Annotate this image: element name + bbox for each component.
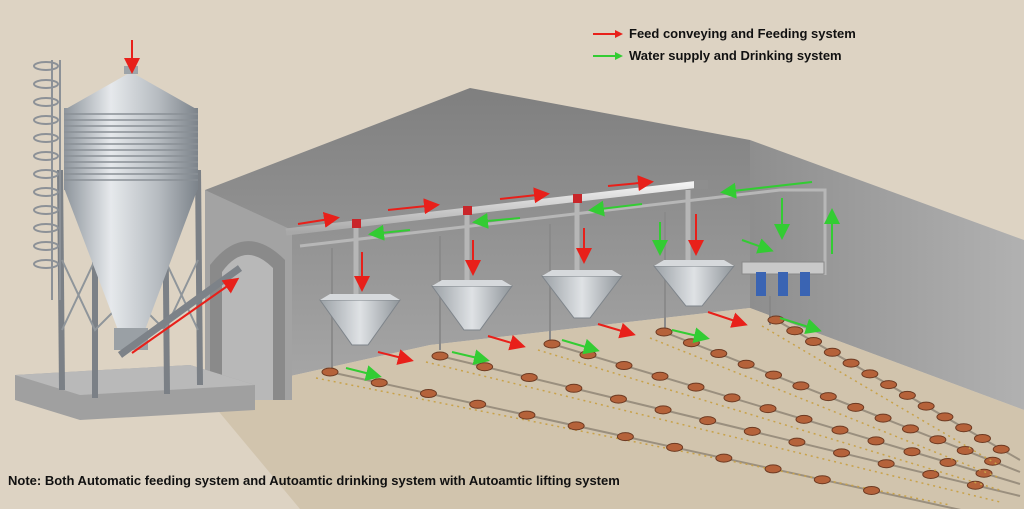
feeder-pan — [688, 383, 704, 391]
feeder-pan — [875, 414, 891, 422]
feeder-pan — [766, 371, 782, 379]
feeder-pan — [371, 379, 387, 387]
feeder-pan — [655, 406, 671, 414]
red-arrow-icon — [593, 29, 623, 39]
feeder-pan — [667, 443, 683, 451]
feeder-pan — [974, 434, 990, 442]
feeder-pan — [937, 413, 953, 421]
feeder-pan — [976, 469, 992, 477]
feeder-pan — [787, 327, 803, 335]
feeder-pan — [700, 417, 716, 425]
silo-roof — [64, 72, 198, 110]
feeder-pan — [322, 368, 338, 376]
legend-feed: Feed conveying and Feeding system — [593, 26, 856, 41]
feeder-pan — [957, 446, 973, 454]
feeder-pan — [765, 465, 781, 473]
feeder-pan — [868, 437, 884, 445]
feeder-pan — [985, 457, 1001, 465]
feeder-pan — [918, 402, 934, 410]
feeder-pan — [683, 339, 699, 347]
feeder-pan — [940, 458, 956, 466]
feeder-pan — [862, 370, 878, 378]
feeder-pan — [580, 351, 596, 359]
feeder-pan — [930, 436, 946, 444]
feeder-pan — [420, 390, 436, 398]
feeder-pan — [724, 394, 740, 402]
feeder-pan — [521, 374, 537, 382]
green-arrow-icon — [593, 51, 623, 61]
feeder-pan — [432, 352, 448, 360]
feeder-pan — [477, 363, 493, 371]
feeder-pan — [834, 449, 850, 457]
feeder-pan — [738, 360, 754, 368]
feeder-pan — [904, 448, 920, 456]
feeder-pan — [610, 395, 626, 403]
feeder-pan — [832, 426, 848, 434]
feeder-pan — [881, 381, 897, 389]
feeder-pan — [616, 362, 632, 370]
feeder-pan — [923, 470, 939, 478]
feeder-pan — [656, 328, 672, 336]
note-text: Note: Both Automatic feeding system and … — [8, 473, 620, 488]
feeder-pan — [519, 411, 535, 419]
feeder-pan — [716, 454, 732, 462]
feeder-pan — [878, 460, 894, 468]
legend-feed-label: Feed conveying and Feeding system — [629, 26, 856, 41]
feeder-pan — [652, 372, 668, 380]
feeder-pan — [824, 348, 840, 356]
legend-water-label: Water supply and Drinking system — [629, 48, 842, 63]
feeder-pan — [864, 486, 880, 494]
feeder-pan — [814, 476, 830, 484]
feeder-pan — [899, 391, 915, 399]
feeder-pan — [793, 382, 809, 390]
silo-ladder — [34, 60, 60, 300]
feeder-pan — [993, 445, 1009, 453]
feeder-pan — [760, 405, 776, 413]
feeder-pan — [617, 433, 633, 441]
feeder-pan — [956, 424, 972, 432]
feeder-pan — [902, 425, 918, 433]
feeder-pan — [744, 427, 760, 435]
feeder-pan — [711, 350, 727, 358]
feeder-pan — [768, 316, 784, 324]
feeder-pan — [568, 422, 584, 430]
feeder-pan — [820, 393, 836, 401]
feeder-pan — [544, 340, 560, 348]
legend-water: Water supply and Drinking system — [593, 48, 842, 63]
feeder-pan — [789, 438, 805, 446]
feeder-pan — [566, 384, 582, 392]
feeder-pan — [843, 359, 859, 367]
feeder-pan — [848, 403, 864, 411]
feeder-pan — [796, 415, 812, 423]
feeder-pan — [470, 400, 486, 408]
feeder-pan — [806, 338, 822, 346]
